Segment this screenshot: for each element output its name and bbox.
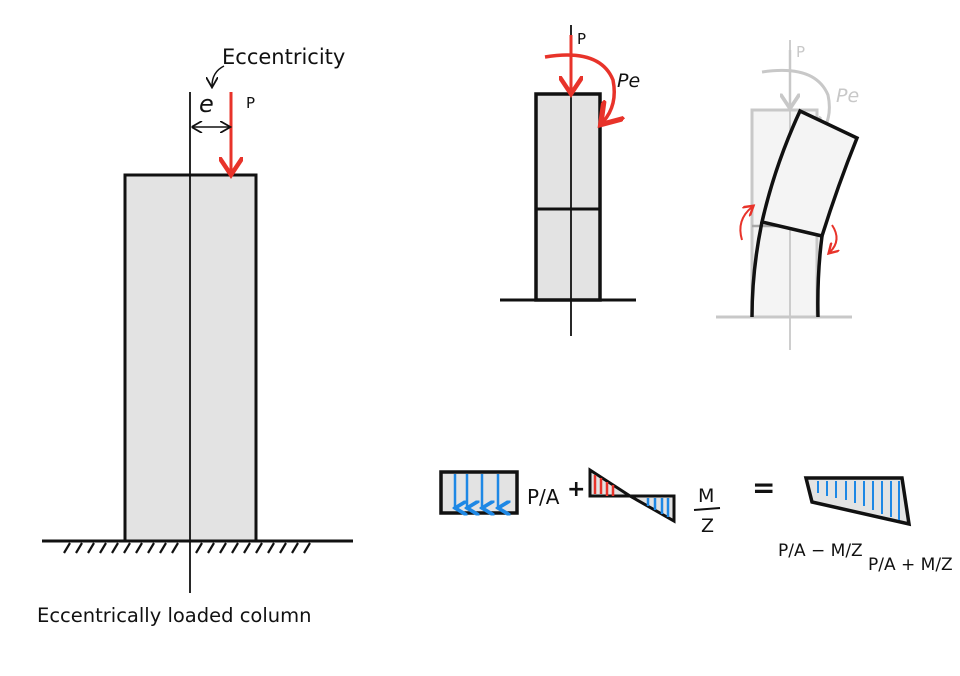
eccentricity-title: Eccentricity — [222, 45, 345, 69]
bending-red-hatch — [593, 475, 615, 496]
eccentricity-pointer-arrow — [212, 65, 225, 86]
diagram-caption: Eccentrically loaded column — [37, 604, 311, 627]
rotation-arrow-right — [830, 224, 837, 252]
column-body — [534, 92, 602, 302]
deformed-column: P Pe — [716, 40, 860, 350]
axial-stress-arrows — [455, 474, 498, 508]
eccentricity-symbol: e — [199, 90, 214, 118]
load-label: P — [577, 30, 586, 48]
deformed-left-edge — [750, 221, 764, 318]
combined-stress-block — [803, 476, 912, 527]
fraction-bar — [693, 507, 721, 511]
stress-distribution-equation: P/A + M Z = P/A − M/Z P/A + M/Z — [439, 467, 953, 575]
min-stress-label: P/A − M/Z — [778, 541, 863, 561]
bending-denominator: Z — [701, 515, 714, 537]
axial-term: P/A — [527, 485, 560, 509]
combined-stress-hatch — [817, 481, 900, 520]
moment-label-ghost: Pe — [836, 85, 859, 107]
deformed-right-edge — [816, 235, 824, 318]
axial-stress-block — [439, 470, 519, 515]
eccentric-column-left: Eccentricity e P Eccentrically loaded co… — [37, 45, 353, 627]
bending-blue-hatch — [646, 498, 670, 517]
moment-label: Pe — [617, 70, 640, 92]
column-with-moment: P Pe — [500, 25, 640, 336]
ground-hatching — [63, 542, 311, 554]
moment-arrow — [544, 53, 614, 122]
load-label-ghost: P — [796, 43, 805, 61]
rotation-arrow-left — [739, 207, 752, 241]
equals-sign: = — [752, 471, 775, 504]
load-label: P — [246, 94, 255, 112]
plus-sign: + — [567, 477, 585, 502]
bending-numerator: M — [698, 485, 714, 507]
max-stress-label: P/A + M/Z — [868, 555, 953, 575]
